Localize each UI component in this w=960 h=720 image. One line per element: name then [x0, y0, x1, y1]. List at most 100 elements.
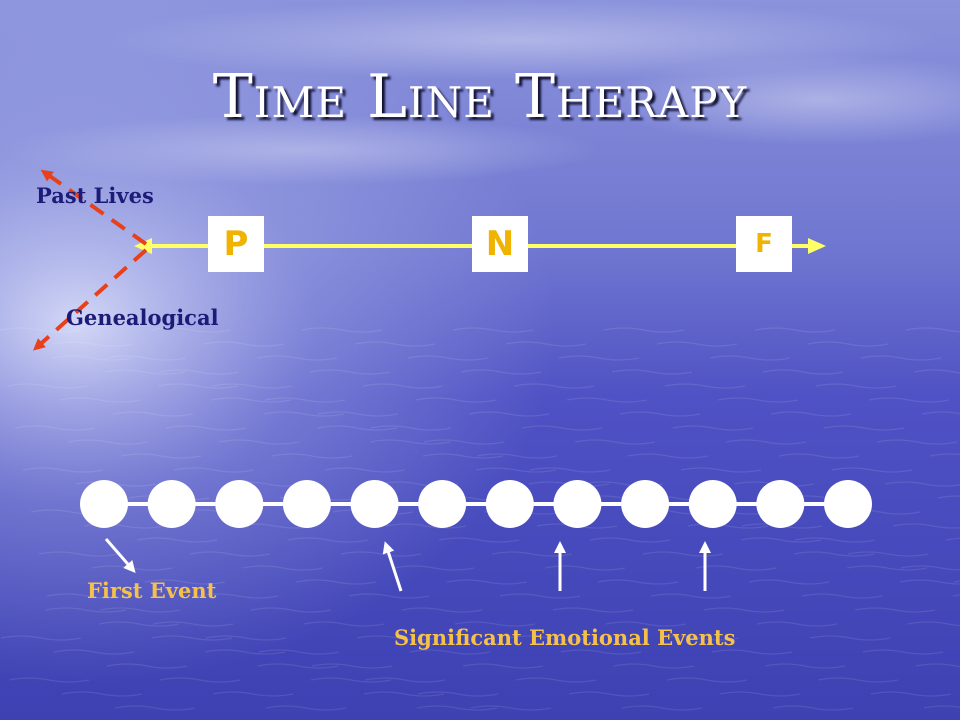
water-ripple [46, 593, 128, 599]
water-ripple [658, 635, 740, 641]
water-ripple [507, 635, 589, 641]
water-ripple [454, 621, 536, 627]
water-ripple [51, 355, 133, 361]
water-ripple [664, 383, 746, 389]
water-ripple [348, 593, 430, 599]
water-ripple [468, 411, 550, 417]
water-ripple [756, 621, 838, 627]
timeline-arrowhead-right [808, 238, 826, 254]
water-ripple [416, 705, 498, 711]
event-circle [621, 480, 670, 528]
water-ripple [106, 663, 188, 669]
water-ripple [422, 453, 504, 459]
water-ripple [303, 621, 385, 627]
water-ripple [204, 649, 286, 655]
water-ripple [499, 593, 581, 599]
water-ripple [310, 677, 392, 683]
water-ripple [695, 565, 777, 571]
water-ripple [521, 425, 603, 431]
water-ripple [356, 635, 438, 641]
water-ripple [264, 397, 346, 403]
water-ripple [462, 663, 544, 669]
water-ripple [680, 467, 762, 473]
past-box: P [208, 216, 264, 272]
water-ripple [650, 593, 732, 599]
water-ripple [552, 607, 634, 613]
water-ripple [754, 327, 836, 333]
water-ripple [937, 495, 960, 499]
water-ripple [770, 411, 852, 417]
event-circle [350, 480, 399, 528]
water-ripple [362, 383, 444, 389]
water-ripple [915, 663, 960, 668]
water-ripple [597, 579, 679, 585]
water-ripple [793, 551, 875, 557]
page-title: Time Line Therapy [212, 62, 748, 132]
event-circle [215, 480, 264, 528]
water-ripple [61, 691, 143, 697]
water-ripple [309, 369, 391, 375]
water-ripple [513, 383, 595, 389]
water-ripple [242, 565, 324, 571]
water-ripple [0, 635, 82, 641]
event-circle [80, 480, 128, 528]
water-ripple [794, 537, 876, 543]
water-ripple [407, 355, 489, 361]
water-ripple [159, 677, 241, 683]
water-ripple [105, 355, 187, 361]
water-ripple [560, 649, 642, 655]
now-box: N [472, 216, 528, 272]
water-ripple [868, 397, 950, 403]
water-ripple [884, 481, 960, 487]
water-ripple [311, 663, 393, 669]
water-ripple [256, 355, 338, 361]
water-ripple [815, 383, 897, 389]
water-ripple [505, 341, 587, 347]
water-ripple [907, 621, 960, 627]
water-ripple [566, 397, 648, 403]
water-ripple [409, 649, 491, 655]
event-circle [756, 480, 805, 528]
past-lives-arrow [40, 169, 148, 246]
water-ripple [809, 635, 891, 641]
water-ripple [945, 537, 960, 541]
water-ripple [158, 369, 240, 375]
water-ripple [905, 327, 960, 333]
water-ripple [287, 537, 369, 543]
water-ripple [99, 607, 181, 613]
event-circle [282, 480, 331, 528]
water-ripple [642, 551, 724, 557]
water-ripple [295, 579, 377, 585]
water-ripple [152, 621, 234, 627]
water-ripple [470, 705, 552, 711]
water-ripple [913, 369, 960, 374]
water-ripple [364, 677, 446, 683]
water-ripple [263, 411, 345, 417]
water-ripple [340, 551, 422, 557]
water-ripple [136, 537, 218, 543]
water-ripple [6, 383, 88, 389]
water-ripple [476, 453, 558, 459]
water-ripple [67, 439, 149, 445]
event-circle [485, 480, 534, 528]
water-ripple [257, 663, 339, 669]
water-ripple [923, 705, 960, 709]
water-ripple [363, 691, 445, 697]
water-ripple [112, 411, 194, 417]
water-ripple [52, 341, 134, 347]
water-ripple [568, 691, 650, 697]
water-ripple [611, 369, 693, 375]
timeline-arrowhead-left [134, 238, 152, 254]
water-ripple [687, 523, 769, 529]
water-ripple [173, 467, 255, 473]
water-ripple [38, 551, 120, 557]
event-circle [688, 480, 737, 528]
water-ripple [619, 411, 701, 417]
water-ripple [862, 649, 944, 655]
water-ripple [53, 649, 135, 655]
event-circle [553, 480, 602, 528]
water-ripple [709, 355, 791, 361]
genealogical-arrow [33, 248, 148, 351]
water-ripple [899, 579, 960, 585]
water-ripple [621, 705, 703, 711]
